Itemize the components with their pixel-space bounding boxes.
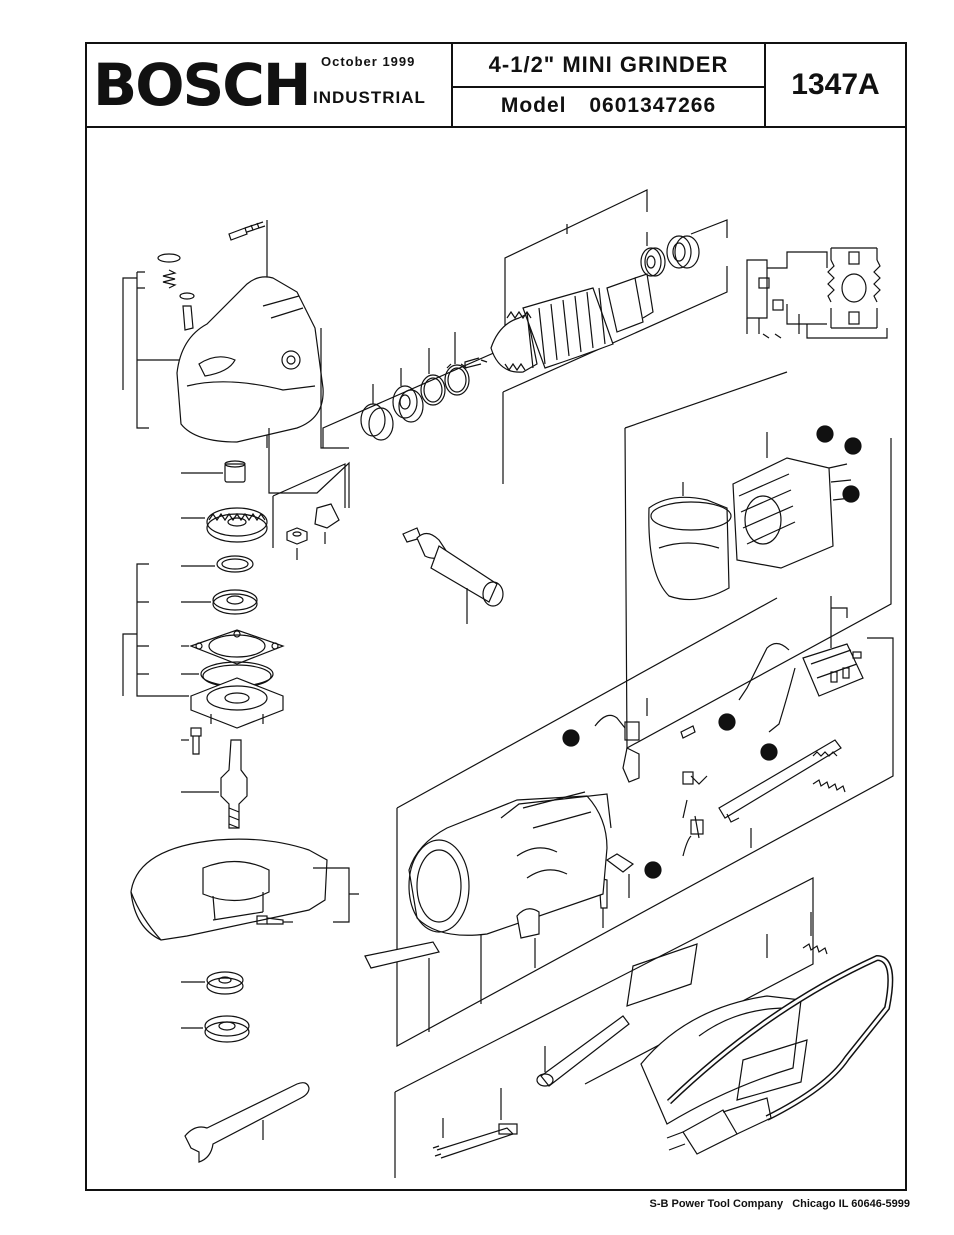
- inner-flange: [181, 971, 244, 995]
- field-coil: [732, 432, 852, 569]
- ball-bearing-left: [181, 589, 258, 615]
- gasket-and-oring: [181, 629, 285, 688]
- handle-cover: [626, 934, 808, 1125]
- nameplate: [364, 941, 440, 969]
- armature: [464, 273, 654, 373]
- product-title: 4-1/2" MINI GRINDER: [488, 52, 729, 77]
- title-divider: [453, 86, 764, 88]
- wiring-schematic: [746, 247, 888, 339]
- auxiliary-handle: [402, 527, 504, 624]
- footer: S-B Power Tool Company Chicago IL 60646-…: [643, 1198, 910, 1210]
- brand-cell: BOSCH October 1999 INDUSTRIAL: [87, 44, 453, 126]
- small-screws-mid: [598, 725, 696, 928]
- publication-date: October 1999: [321, 54, 416, 69]
- bearing-flange: [122, 563, 284, 729]
- bevel-gear: [181, 507, 268, 543]
- catalog-code: 1347A: [791, 68, 880, 101]
- nut-and-pinion: [272, 463, 346, 560]
- bearing-sleeve-left: [181, 460, 246, 483]
- air-baffle: [648, 482, 732, 601]
- switch-assembly: [738, 596, 864, 733]
- exploded-view-diagram: [122, 189, 894, 1178]
- title-cell: 4-1/2" MINI GRINDER Model 0601347266: [453, 44, 766, 126]
- cord-screw: [802, 912, 828, 955]
- motor-housing: [408, 791, 612, 1032]
- gear-housing: [176, 276, 350, 508]
- wheel-guard: [130, 838, 359, 941]
- spacer-ring: [420, 348, 446, 406]
- title-block: BOSCH October 1999 INDUSTRIAL 4-1/2" MIN…: [87, 44, 905, 128]
- division-label: INDUSTRIAL: [313, 88, 426, 107]
- switch-box: [396, 597, 894, 1048]
- guard-screw: [256, 915, 293, 925]
- rubber-ring: [666, 219, 728, 269]
- company-name: S-B Power Tool Company: [649, 1198, 784, 1210]
- clamp-nut: [181, 1015, 250, 1043]
- flange-screw: [181, 727, 202, 755]
- retaining-ring-armature: [444, 332, 470, 396]
- spindle: [181, 739, 248, 829]
- switch-rod: [718, 739, 842, 848]
- model-number: 0601347266: [589, 94, 717, 117]
- switch-spring: [812, 779, 846, 793]
- switch-button: [516, 908, 540, 968]
- cord-protector: [536, 1015, 630, 1087]
- ball-bearing-mid: [392, 368, 424, 423]
- code-cell: 1347A: [766, 44, 905, 126]
- lock-pin-parts: [122, 253, 195, 429]
- spanner-wrench: [184, 1082, 310, 1163]
- field-markers: [816, 425, 862, 503]
- model-line: Model 0601347266: [453, 94, 764, 118]
- wire-set: [432, 1088, 518, 1159]
- company-address: Chicago IL 60646-5999: [792, 1198, 910, 1210]
- armature-leaders: [322, 189, 728, 484]
- retaining-ring-left: [181, 555, 254, 573]
- field-box: [624, 371, 892, 750]
- brush-holders: [594, 698, 708, 857]
- bosch-logo: BOSCH: [93, 51, 311, 119]
- brush-markers: [562, 713, 778, 879]
- parts-sheet-frame: BOSCH October 1999 INDUSTRIAL 4-1/2" MIN…: [85, 42, 907, 1191]
- power-cord: [666, 954, 894, 1155]
- model-label: Model: [500, 94, 567, 117]
- ball-bearing-armature: [640, 232, 666, 277]
- bearing-sleeve-armature: [360, 384, 394, 441]
